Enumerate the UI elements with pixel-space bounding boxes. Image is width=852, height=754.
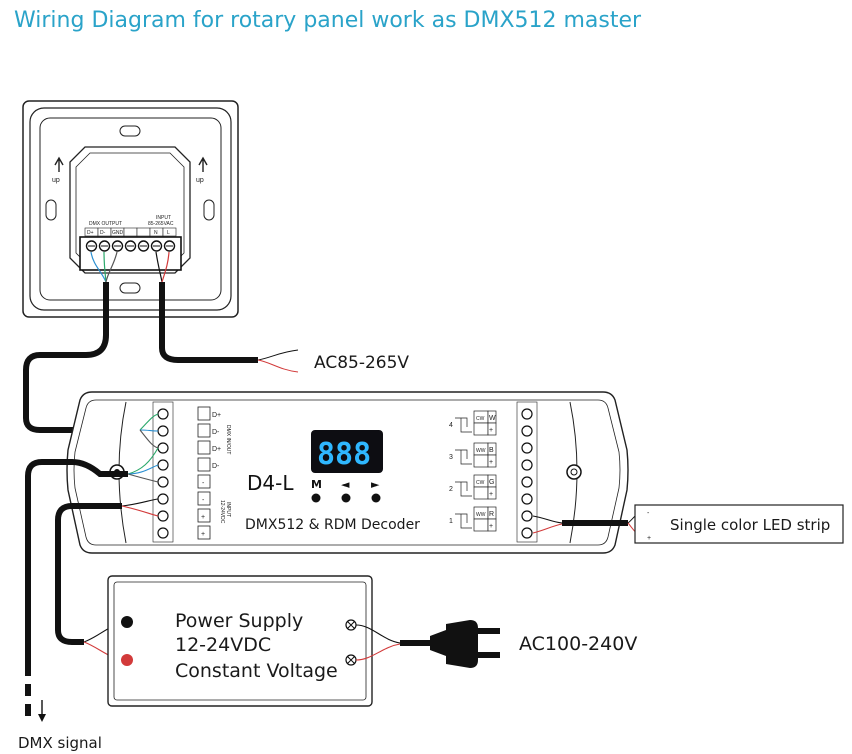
ac-supply-label: AC100-240V xyxy=(519,633,637,655)
decoder-terminal-label: - xyxy=(202,480,205,487)
psu-line2: 12-24VDC xyxy=(175,634,271,656)
svg-text:-: - xyxy=(647,510,650,517)
decoder-display xyxy=(311,430,383,473)
svg-text:up: up xyxy=(52,177,60,184)
channel-wire: WW xyxy=(476,448,486,454)
psu-line1: Power Supply xyxy=(175,610,303,632)
decoder-dmx-inout-label: DMX IN/OUT xyxy=(225,425,231,454)
panel-dmx-output-label: DMX OUTPUT xyxy=(89,221,122,227)
decoder-terminal-label: - xyxy=(202,497,205,504)
channel-wire: CW xyxy=(476,480,485,486)
ac-panel-label: AC85-265V xyxy=(314,353,409,373)
svg-text:+: + xyxy=(647,535,651,542)
dmx-signal-cable xyxy=(25,459,128,676)
channel-color: W xyxy=(489,415,496,422)
up-arrow-icon: up up xyxy=(52,156,208,184)
decoder-input-label: INPUT xyxy=(225,502,231,517)
rotary-panel: up up DMX OUTPUT INPUT 85-265VAC D+ D- G… xyxy=(22,100,239,318)
panel-terminal-screws xyxy=(85,240,176,252)
dmx-signal-label: DMX signal xyxy=(18,734,102,752)
led-strip-label: Single color LED strip xyxy=(670,516,830,534)
decoder-terminal-label: D+ xyxy=(212,446,221,453)
channel-number: 3 xyxy=(449,454,453,461)
panel-input-label: INPUT xyxy=(156,215,171,221)
decoder-button-left-label: ◄ xyxy=(341,478,350,491)
decoder-model: D4-L xyxy=(247,471,294,495)
panel-terminal-label: N xyxy=(154,230,158,236)
channel-plus: + xyxy=(489,491,493,498)
power-supply: Power Supply 12-24VDC Constant Voltage xyxy=(107,575,373,707)
led-strip: - + Single color LED strip xyxy=(634,504,844,544)
panel-terminal-labels: D+ D- GND N L xyxy=(84,227,177,237)
diagram-title: Wiring Diagram for rotary panel work as … xyxy=(14,8,642,33)
decoder-terminal-label: D- xyxy=(212,463,220,470)
channel-color: B xyxy=(489,447,494,454)
panel-terminal-label: GND xyxy=(112,230,124,236)
panel-input-voltage: 85-265VAC xyxy=(148,221,174,227)
dmx-cable-panel xyxy=(23,282,140,433)
decoder-button-m[interactable] xyxy=(311,493,321,503)
panel-terminal-label: L xyxy=(167,230,170,236)
decoder-input-voltage: 12-24VDC xyxy=(219,500,225,524)
channel-number: 1 xyxy=(449,518,453,525)
psu-positive-terminal xyxy=(121,654,133,666)
decoder-button-right[interactable] xyxy=(371,493,381,503)
channel-number: 4 xyxy=(449,422,453,429)
channel-wire: WW xyxy=(476,512,486,518)
psu-negative-terminal xyxy=(121,616,133,628)
decoder-terminal-label: D- xyxy=(212,429,220,436)
decoder-button-m-label: M xyxy=(311,478,322,491)
panel-terminal-label: D+ xyxy=(87,230,94,236)
decoder-terminal-label: + xyxy=(201,514,205,521)
channel-wire: CW xyxy=(476,416,485,422)
decoder-display-digits: 888 xyxy=(317,437,371,472)
channel-number: 2 xyxy=(449,486,453,493)
panel-terminal-label: D- xyxy=(100,230,106,236)
decoder-channels: 4 CW W + 3 WW B + 2 CW xyxy=(449,410,497,532)
channel-color: R xyxy=(489,511,494,518)
decoder-left-terminal-labels: D+ D- D+ D- - - + + DMX IN/OUT INPUT 12-… xyxy=(197,406,231,540)
svg-text:up: up xyxy=(196,177,204,184)
dc-power-cable xyxy=(55,503,122,645)
channel-color: G xyxy=(489,479,494,486)
decoder-right-terminals xyxy=(521,408,533,539)
decoder-d4l: D+ D- D+ D- - - + + DMX IN/OUT INPUT 12-… xyxy=(66,391,629,554)
decoder-terminal-label: D+ xyxy=(212,412,221,419)
down-arrow-icon xyxy=(38,700,46,722)
ac-plug-icon xyxy=(430,620,500,668)
channel-plus: + xyxy=(489,427,493,434)
ac-cable-panel xyxy=(159,282,258,363)
decoder-name: DMX512 & RDM Decoder xyxy=(245,517,420,533)
decoder-terminal-label: + xyxy=(201,531,205,538)
channel-plus: + xyxy=(489,523,493,530)
decoder-button-right-label: ► xyxy=(371,478,380,491)
decoder-button-left[interactable] xyxy=(341,493,351,503)
channel-plus: + xyxy=(489,459,493,466)
psu-line3: Constant Voltage xyxy=(175,660,338,682)
